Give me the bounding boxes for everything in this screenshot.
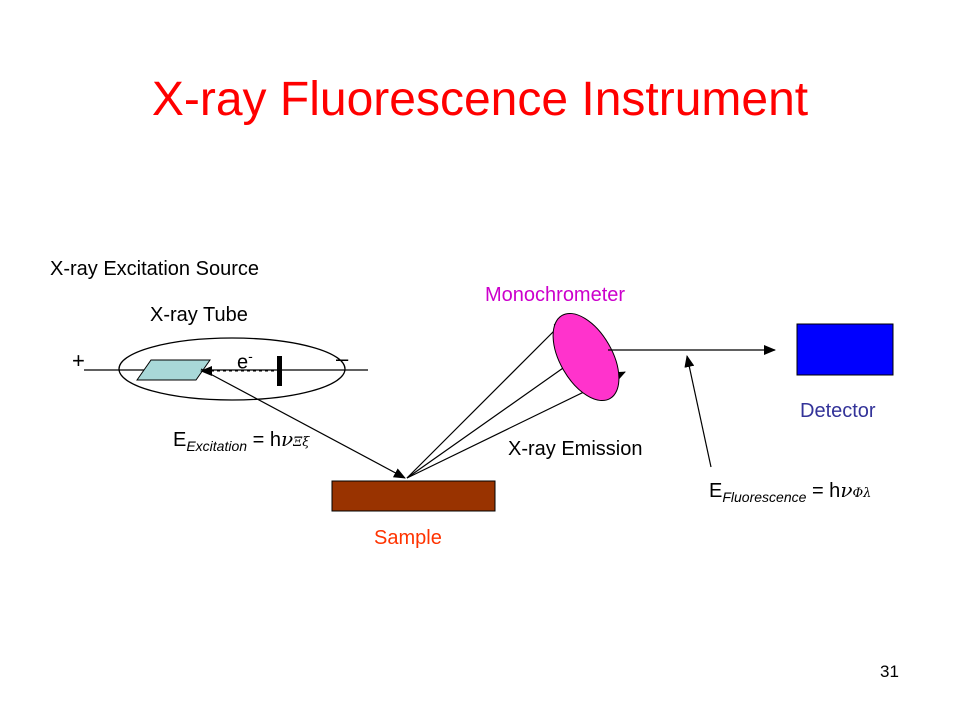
monochrometer-label: Monochrometer — [485, 284, 626, 306]
excitation-ray — [200, 368, 406, 479]
page-number: 31 — [880, 662, 899, 681]
sample-block — [331, 480, 496, 512]
cathode-filament — [277, 356, 282, 386]
fluorescence-pointer — [684, 355, 712, 468]
xray-tube-label: X-ray Tube — [150, 304, 248, 326]
minus-terminal: – — [336, 346, 349, 371]
xray-tube-envelope — [118, 337, 346, 401]
plus-terminal: + — [72, 348, 85, 373]
slide-title: X-ray Fluorescence Instrument — [151, 73, 809, 126]
anode-target — [136, 359, 211, 381]
detector-label: Detector — [800, 400, 876, 422]
sample-label: Sample — [374, 527, 442, 549]
fluorescence-energy-equation: EFluorescence = hνΦλ — [709, 478, 872, 505]
emission-label: X-ray Emission — [508, 438, 643, 460]
detector-box — [796, 323, 894, 376]
monochrometer-crystal — [552, 312, 620, 402]
excitation-source-label: X-ray Excitation Source — [50, 258, 259, 280]
emission-ray-1 — [406, 319, 566, 479]
electron-label: e- — [237, 348, 253, 374]
excitation-energy-equation: EExcitation = hνΞξ — [173, 427, 310, 454]
